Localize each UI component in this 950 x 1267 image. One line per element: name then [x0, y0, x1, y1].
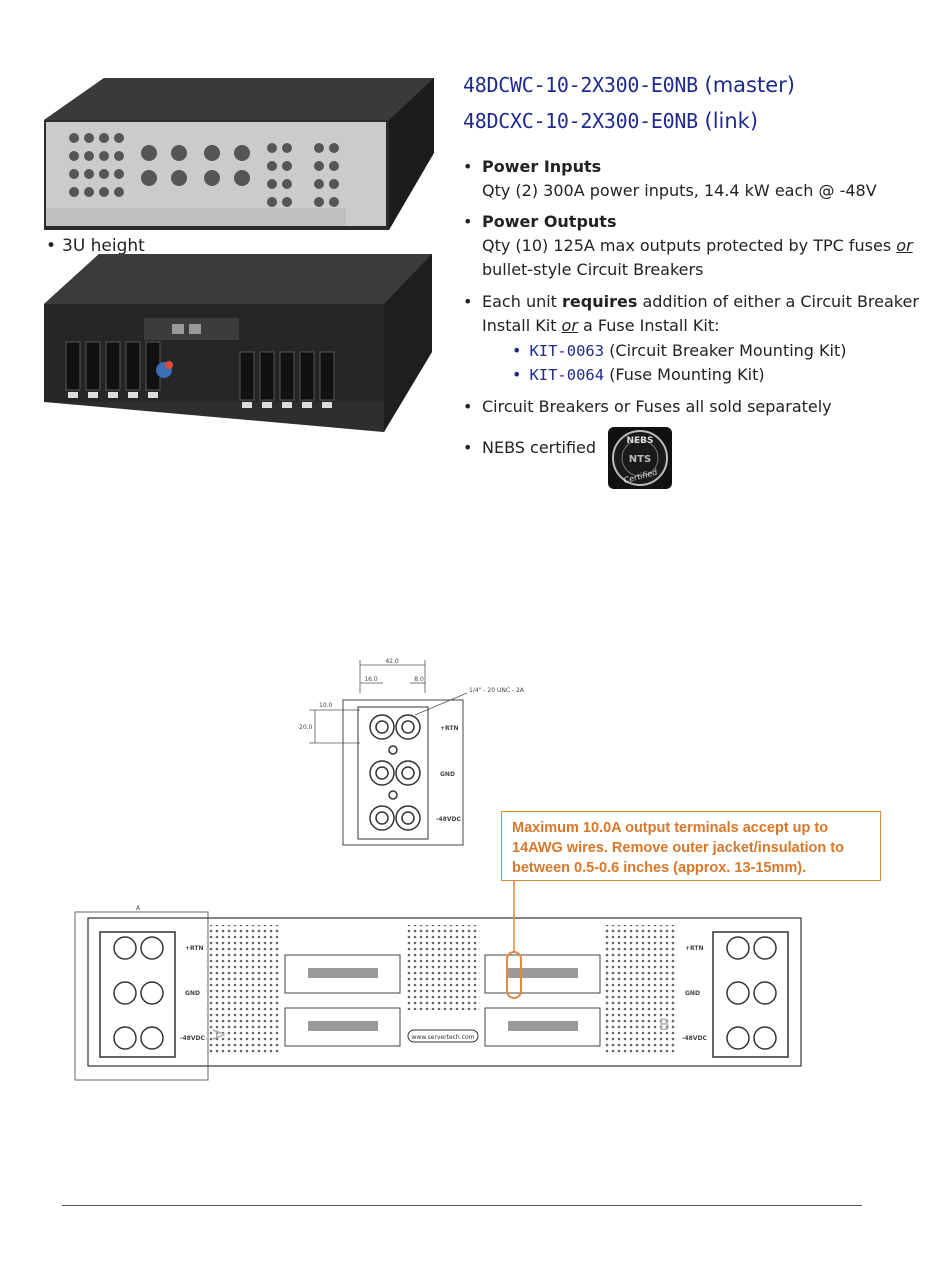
svg-text:A: A [209, 1029, 228, 1040]
wire-gauge-callout: Maximum 10.0A output terminals accept up… [501, 811, 881, 881]
svg-text:A: A [136, 905, 141, 912]
model-link: 48DCXC-10-2X300-E0NB (link) [463, 109, 759, 133]
svg-text:www.servertech.com: www.servertech.com [412, 1034, 475, 1041]
svg-text:GND: GND [185, 990, 200, 997]
svg-text:-48VDC: -48VDC [180, 1035, 205, 1042]
svg-text:-48VDC: -48VDC [682, 1035, 707, 1042]
svg-text:-48VDC: -48VDC [436, 816, 461, 823]
svg-text:GND: GND [440, 771, 455, 778]
svg-text:10.0: 10.0 [319, 702, 333, 709]
model-master: 48DCWC-10-2X300-E0NB (master) [463, 73, 795, 97]
rear-unit-photo [44, 252, 434, 434]
svg-text:1/4" - 20 UNC - 2A: 1/4" - 20 UNC - 2A [469, 687, 525, 694]
nebs-badge: NEBS Certified NTS [608, 427, 672, 489]
power-outputs-title: Power Outputs [482, 212, 617, 231]
power-inputs-title: Power Inputs [482, 157, 602, 176]
svg-text:B: B [659, 1015, 670, 1034]
kit-item: •KIT-0064 (Fuse Mounting Kit) [512, 365, 765, 384]
panel-front-drawing: A +RTN GND [70, 880, 810, 1085]
svg-text:NEBS: NEBS [626, 436, 653, 446]
power-inputs-desc: Qty (2) 300A power inputs, 14.4 kW each … [482, 181, 877, 200]
svg-text:42.0: 42.0 [385, 658, 399, 665]
svg-text:+RTN: +RTN [185, 945, 204, 952]
footer-rule [62, 1205, 862, 1206]
height-bullet: •3U height [46, 236, 145, 256]
svg-text:NTS: NTS [629, 454, 651, 465]
svg-text:+RTN: +RTN [685, 945, 704, 952]
svg-text:8.0: 8.0 [414, 676, 424, 683]
terminal-detail-drawing: 42.0 16.0 8.0 10.0 20.0 1/4" - 20 UNC - … [295, 655, 525, 850]
svg-text:+RTN: +RTN [440, 725, 459, 732]
svg-text:16.0: 16.0 [364, 676, 378, 683]
front-unit-photo [44, 58, 434, 233]
kit-item: •KIT-0063 (Circuit Breaker Mounting Kit) [512, 341, 847, 360]
svg-text:GND: GND [685, 990, 700, 997]
svg-text:20.0: 20.0 [299, 724, 313, 731]
